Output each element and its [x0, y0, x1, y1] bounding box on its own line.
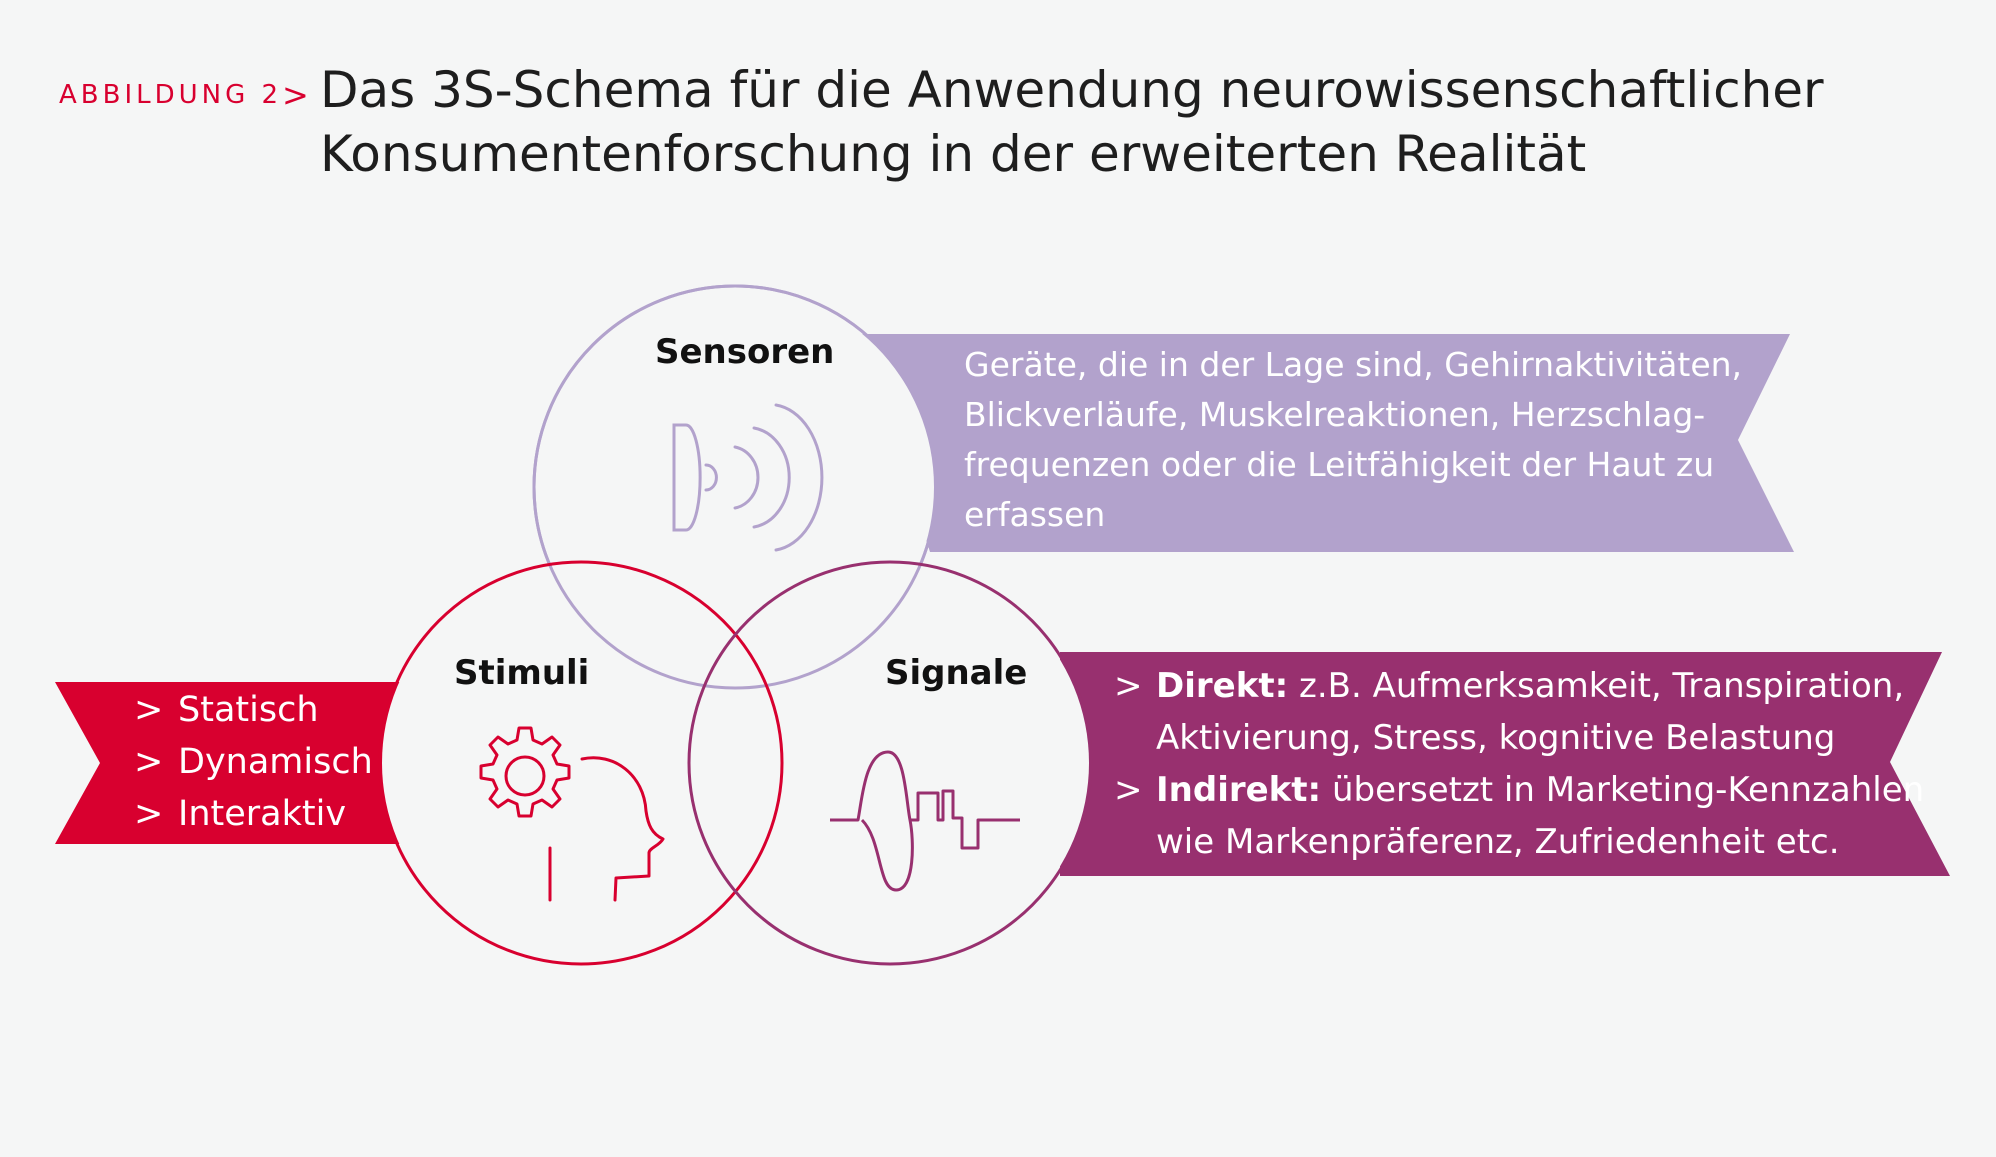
- signale-label: Signale: [885, 653, 1028, 693]
- list-item-line: wie Markenpräferenz, Zufriedenheit etc.: [1156, 822, 1840, 862]
- signale-circle-outline: [687, 560, 1093, 966]
- list-item-line: Aktivierung, Stress, kognitive Belastung: [1156, 718, 1836, 758]
- list-item-term: Direkt:: [1156, 666, 1289, 706]
- list-item: > Direkt: z.B. Aufmerksamkeit, Transpira…: [1112, 660, 1924, 764]
- stimuli-circle-outline: [378, 560, 784, 966]
- sensoren-circle-outline: [532, 284, 938, 690]
- stimuli-banner: [55, 682, 400, 844]
- chevron-right-icon: >: [282, 76, 309, 114]
- list-item: > Interaktiv: [134, 788, 373, 840]
- figure-label: ABBILDUNG 2: [59, 80, 283, 110]
- signal-wave-icon: [830, 750, 1020, 892]
- stimuli-circle-fill: [382, 564, 780, 962]
- list-item: > Statisch: [134, 684, 373, 736]
- list-item: > Indirekt: übersetzt in Marketing-Kennz…: [1112, 764, 1924, 868]
- list-item: > Dynamisch: [134, 736, 373, 788]
- chevron-right-icon: >: [134, 794, 164, 834]
- sensor-waves-icon: [672, 403, 824, 552]
- chevron-right-icon: >: [1114, 666, 1143, 706]
- gear-head-icon: [479, 726, 665, 902]
- title-line: Das 3S-Schema für die Anwendung neurowis…: [320, 61, 1824, 119]
- figure-title: Das 3S-Schema für die Anwendung neurowis…: [320, 58, 1824, 186]
- signale-list: > Direkt: z.B. Aufmerksamkeit, Transpira…: [1112, 660, 1924, 868]
- chevron-right-icon: >: [134, 690, 164, 730]
- description-line: Geräte, die in der Lage sind, Gehirnakti…: [964, 345, 1743, 384]
- sensoren-label: Sensoren: [655, 332, 835, 372]
- list-item-label: Dynamisch: [178, 742, 373, 782]
- list-item-text: z.B. Aufmerksamkeit, Transpiration,: [1288, 666, 1905, 706]
- description-line: Blickverläufe, Muskelreaktionen, Herzsch…: [964, 395, 1706, 434]
- list-item-text: übersetzt in Marketing-Kennzahlen: [1321, 770, 1925, 810]
- list-item-line: Direkt: z.B. Aufmerksamkeit, Transpirati…: [1156, 660, 1924, 712]
- list-item-label: Statisch: [178, 690, 319, 730]
- sensoren-banner: [860, 334, 1794, 552]
- signale-circle-fill: [691, 564, 1089, 962]
- title-line: Konsumentenforschung in der erweiterten …: [320, 125, 1587, 183]
- chevron-right-icon: >: [134, 742, 164, 782]
- list-item-label: Interaktiv: [178, 794, 347, 834]
- stimuli-list: > Statisch > Dynamisch > Interaktiv: [134, 684, 373, 840]
- description-line: frequenzen oder die Leitfähigkeit der Ha…: [964, 445, 1715, 484]
- stimuli-label: Stimuli: [454, 653, 590, 693]
- list-item-line: Indirekt: übersetzt in Marketing-Kennzah…: [1156, 764, 1924, 816]
- description-line: erfassen: [964, 495, 1106, 534]
- chevron-right-icon: >: [1114, 770, 1143, 810]
- signale-banner: [1060, 652, 1950, 876]
- list-item-term: Indirekt:: [1156, 770, 1322, 810]
- sensoren-description: Geräte, die in der Lage sind, Gehirnakti…: [964, 340, 1743, 540]
